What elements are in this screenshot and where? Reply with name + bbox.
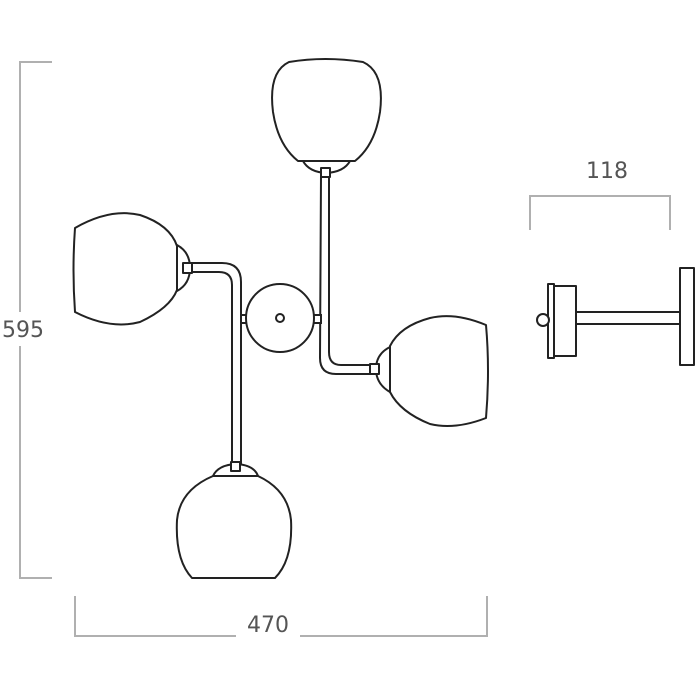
- side-arm: [575, 311, 681, 325]
- right-lamp: [369, 315, 489, 427]
- bottom-lamp-shade: [175, 475, 293, 579]
- side-view: [536, 267, 695, 366]
- width-dimension: 470: [74, 596, 488, 646]
- left-arm: [189, 262, 242, 467]
- right-lamp-nut: [369, 363, 380, 375]
- height-dimension: 595: [0, 61, 52, 579]
- depth-label: 118: [586, 159, 628, 184]
- canopy-screw: [275, 313, 285, 323]
- width-label-bg: [236, 612, 300, 646]
- side-screw: [536, 313, 550, 327]
- left-lamp-nut: [182, 262, 193, 274]
- side-wall-plate: [679, 267, 695, 366]
- side-canopy: [550, 285, 577, 357]
- right-lamp-shade: [389, 315, 489, 427]
- top-lamp: [271, 58, 382, 178]
- depth-bracket-line: [529, 195, 671, 230]
- right-arm: [318, 174, 376, 375]
- left-lamp-shade: [72, 212, 178, 326]
- top-lamp-nut: [320, 167, 331, 178]
- height-label-bg: [0, 312, 44, 346]
- top-lamp-shade: [271, 58, 382, 162]
- left-lamp: [72, 212, 193, 326]
- bottom-lamp-nut: [230, 461, 241, 472]
- bottom-lamp: [175, 461, 293, 579]
- front-view: [72, 58, 489, 579]
- height-label: 595: [2, 318, 44, 343]
- width-label: 470: [247, 613, 289, 638]
- depth-dimension: 118: [529, 159, 671, 230]
